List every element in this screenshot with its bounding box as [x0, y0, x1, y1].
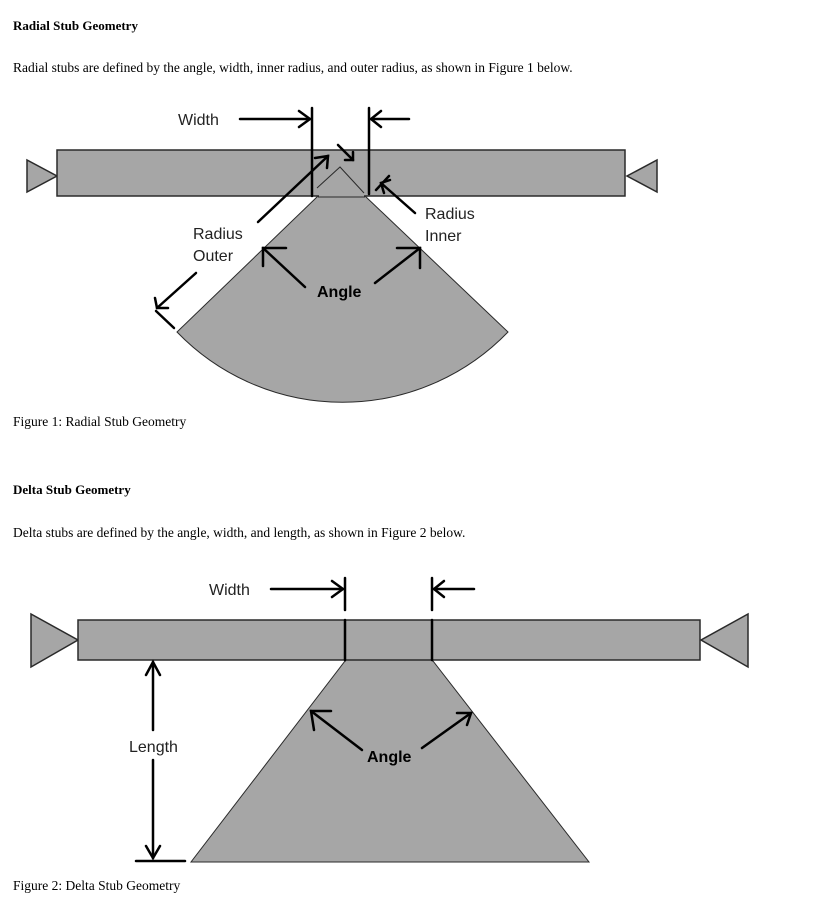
width-arrowhead-right — [431, 579, 446, 599]
inner-pointer-arrow — [336, 143, 355, 162]
width-arrowhead-left — [330, 579, 346, 599]
angle-label: Angle — [317, 284, 362, 301]
radius-outer-arrowhead-top — [313, 154, 330, 170]
inner-pointer-arrowhead — [343, 150, 355, 162]
radial-sector — [176, 195, 509, 403]
radius-outer-end-tick — [154, 309, 176, 330]
delta-stub-figure: Width Length Angle — [30, 576, 749, 863]
width-arrowhead-right — [368, 109, 383, 129]
angle-arrowhead-right — [455, 711, 473, 727]
radius-outer-arrow-bottom — [155, 271, 198, 310]
radius-inner-arrow — [379, 181, 417, 215]
left-port-triangle — [26, 158, 59, 194]
angle-arrowhead-right — [395, 246, 422, 270]
radius-outer-arrowhead-bottom — [153, 296, 170, 310]
radius-inner-label-line2: Inner — [425, 228, 462, 245]
right-port-triangle — [699, 612, 749, 669]
inner-radius-triangle — [316, 166, 365, 194]
radius-outer-arrow-top — [256, 154, 330, 224]
delta-stub-paragraph: Delta stubs are defined by the angle, wi… — [13, 525, 466, 540]
transmission-line — [77, 619, 701, 661]
angle-arrow-right — [373, 246, 422, 285]
radius-inner-tick — [374, 174, 391, 192]
length-arrowhead-bottom — [144, 844, 162, 861]
right-port-triangle — [625, 158, 658, 194]
radial-stub-heading: Radial Stub Geometry — [13, 18, 138, 33]
length-arrowhead-top — [144, 659, 162, 677]
left-port-triangle — [30, 612, 80, 669]
angle-arrow-left — [261, 246, 307, 289]
width-label: Width — [178, 112, 219, 129]
angle-arrow-right — [420, 711, 473, 750]
delta-stub-heading: Delta Stub Geometry — [13, 482, 131, 497]
figure-1-caption: Figure 1: Radial Stub Geometry — [13, 414, 187, 429]
figure-2-caption: Figure 2: Delta Stub Geometry — [13, 878, 181, 893]
radial-stub-figure: Width Radius Outer Radius Inner Angle — [26, 106, 658, 403]
angle-arrowhead-left — [261, 246, 288, 268]
angle-arrow-left — [309, 709, 364, 752]
radial-stub-paragraph: Radial stubs are defined by the angle, w… — [13, 60, 573, 75]
radius-outer-label-line1: Radius — [193, 226, 243, 243]
width-arrowhead-left — [297, 109, 313, 129]
angle-arrowhead-left — [309, 709, 333, 732]
radius-inner-label-line1: Radius — [425, 206, 475, 223]
angle-label: Angle — [367, 749, 412, 766]
width-label: Width — [209, 582, 250, 599]
length-label: Length — [129, 739, 178, 756]
transmission-line — [56, 149, 626, 197]
radius-outer-label-line2: Outer — [193, 248, 234, 265]
